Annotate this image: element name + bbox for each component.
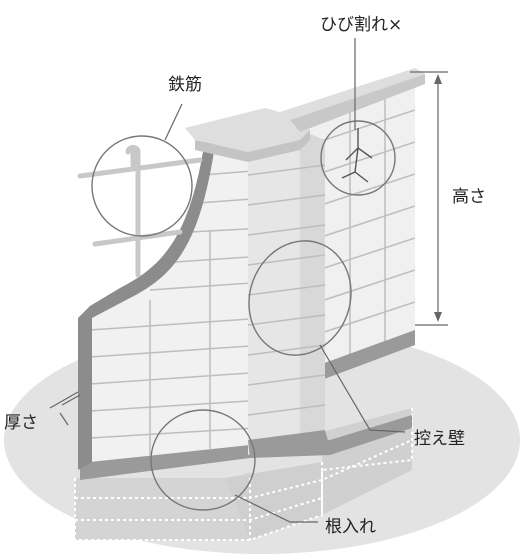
embedment-label: 根入れ xyxy=(325,517,376,537)
crack-circle xyxy=(320,120,396,196)
rebar-circle xyxy=(91,135,193,237)
main-wall xyxy=(78,140,266,470)
rebar xyxy=(77,145,203,278)
embedment-circle xyxy=(150,409,256,511)
callout-circles xyxy=(91,120,396,511)
rebar-label: 鉄筋 xyxy=(168,75,202,95)
crack-mark xyxy=(341,128,373,183)
thickness-label: 厚さ xyxy=(4,413,38,433)
wall-base xyxy=(80,415,412,480)
crack-label: ひび割れ× xyxy=(320,15,403,35)
buttress-circle xyxy=(248,240,352,356)
buttress-pillar xyxy=(247,130,330,458)
leader-lines xyxy=(49,38,448,523)
height-label: 高さ xyxy=(452,187,486,207)
capstone xyxy=(185,68,425,162)
buttress-label: 控え壁 xyxy=(414,429,465,449)
foundation xyxy=(74,408,413,541)
